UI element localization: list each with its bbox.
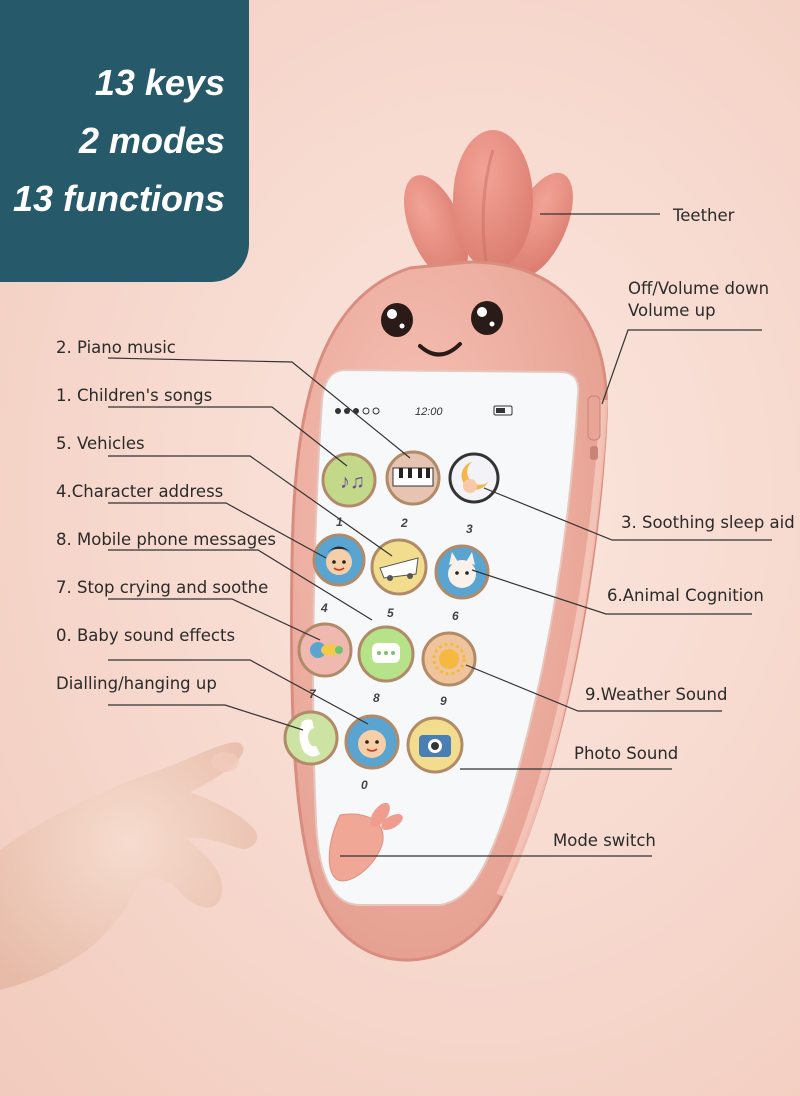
label-dialling: Dialling/hanging up	[56, 674, 217, 693]
label-stop-crying: 7. Stop crying and soothe	[56, 578, 269, 597]
teether-leaves	[404, 130, 573, 281]
key-number-9: 9	[440, 694, 447, 708]
label-phone-messages: 8. Mobile phone messages	[56, 530, 276, 549]
headline-functions: 13 functions	[12, 178, 225, 219]
label-volume-down: Off/Volume down	[628, 279, 770, 298]
svg-text:♪♫: ♪♫	[340, 471, 365, 493]
label-childrens-songs: 1. Children's songs	[56, 386, 213, 405]
key-number-2: 2	[400, 516, 408, 530]
label-volume-up: Volume up	[628, 301, 716, 320]
dial-handset-key	[283, 710, 339, 766]
label-vehicles: 5. Vehicles	[56, 434, 145, 453]
mode-switch-carrot	[328, 802, 403, 882]
label-character-address: 4.Character address	[56, 482, 224, 501]
label-baby-sound-effects: 0. Baby sound effects	[56, 626, 236, 645]
label-photo-sound: Photo Sound	[574, 744, 679, 763]
key-number-5: 5	[387, 606, 394, 620]
callout-lines	[107, 213, 772, 857]
status-bar: 12:00	[335, 405, 513, 418]
label-teether: Teether	[673, 206, 735, 225]
key-number-0: 0	[361, 778, 368, 792]
label-sleep-aid: 3. Soothing sleep aid	[621, 513, 795, 532]
label-mode-switch: Mode switch	[553, 831, 656, 850]
keypad: ♪♫	[283, 450, 500, 792]
key-number-4: 4	[320, 601, 328, 615]
key-number-8: 8	[373, 691, 380, 705]
screen-clock: 12:00	[415, 406, 443, 418]
key-number-3: 3	[466, 522, 473, 536]
key-number-6: 6	[452, 609, 459, 623]
key-3-sleep-moon	[448, 452, 500, 504]
headline-modes: 2 modes	[78, 120, 225, 161]
volume-button	[587, 395, 601, 441]
key-1-music-notes	[321, 452, 377, 508]
label-animal-cognition: 6.Animal Cognition	[607, 586, 764, 605]
label-weather-sound: 9.Weather Sound	[585, 685, 728, 704]
headline-badge: 13 keys 2 modes 13 functions	[0, 0, 249, 282]
label-piano-music: 2. Piano music	[56, 338, 176, 357]
carrot-face	[381, 301, 503, 357]
hand	[0, 742, 258, 990]
key-number-1: 1	[336, 515, 343, 529]
headline-keys: 13 keys	[94, 62, 225, 103]
